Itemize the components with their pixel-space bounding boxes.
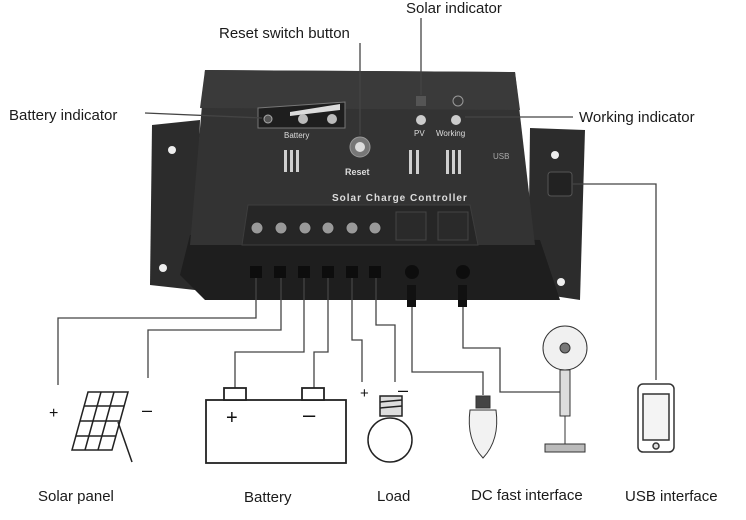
solar-panel-icon: + – <box>49 391 152 463</box>
device-pv-label: PV <box>414 129 425 138</box>
device-working-label: Working <box>436 129 466 138</box>
svg-text:+: + <box>49 405 58 422</box>
usb-interface-label: USB interface <box>625 488 718 505</box>
phone-icon <box>637 383 675 453</box>
dc-fast-interface-label: DC fast interface <box>471 487 583 504</box>
working-indicator-label: Working indicator <box>579 109 695 126</box>
svg-text:–: – <box>398 380 408 400</box>
device-reset-label: Reset <box>345 167 370 177</box>
battery-indicator-label: Battery indicator <box>9 107 118 124</box>
device-battery-label: Battery <box>284 131 310 140</box>
wiring <box>57 18 657 395</box>
device-usb-label: USB <box>493 152 510 161</box>
dc-bulb-icon <box>468 395 498 459</box>
load-label: Load <box>377 488 411 505</box>
load-bulb-icon: + – <box>360 380 413 463</box>
terminal-screws <box>250 221 382 235</box>
svg-text:+: + <box>360 385 369 402</box>
device-title: Solar Charge Controller <box>332 193 468 204</box>
charge-controller <box>150 70 585 307</box>
fan-icon <box>542 325 588 453</box>
solar-indicator-label: Solar indicator <box>406 0 502 17</box>
reset-button-label: Reset switch button <box>219 25 350 42</box>
solar-panel-label: Solar panel <box>38 488 114 505</box>
svg-text:+: + <box>226 407 238 429</box>
battery-icon: + – <box>205 387 347 464</box>
svg-text:–: – <box>142 400 152 420</box>
battery-label: Battery <box>244 489 292 506</box>
svg-text:–: – <box>303 402 316 427</box>
